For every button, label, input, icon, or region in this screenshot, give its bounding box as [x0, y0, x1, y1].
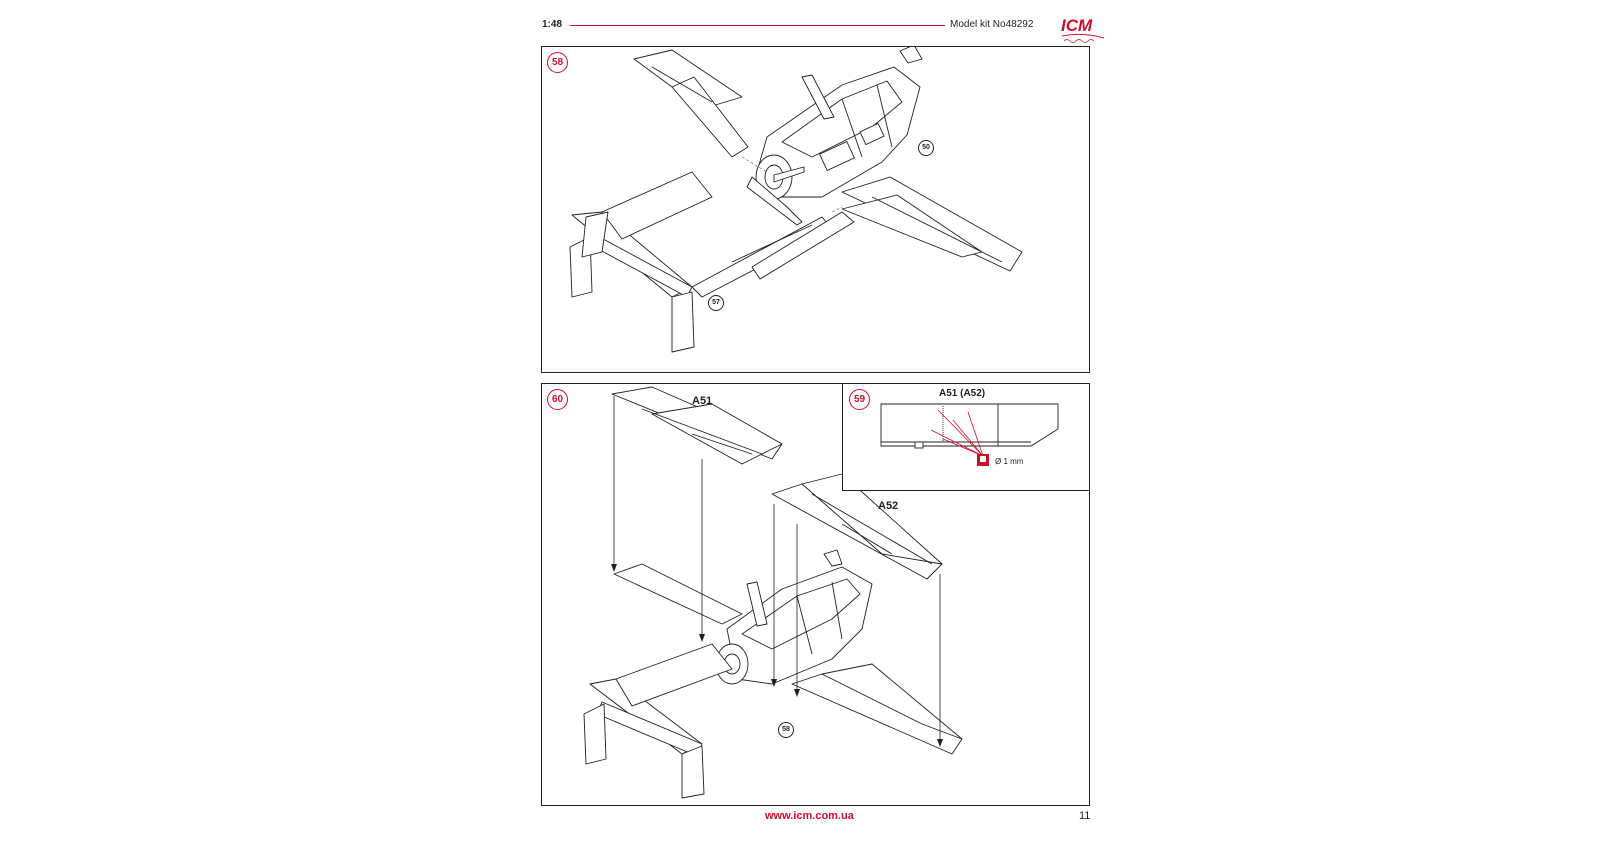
step-59-wing-part-drawing	[880, 403, 1059, 466]
step-60-callout-58: 58	[778, 722, 794, 738]
scale-label: 1:48	[542, 19, 563, 30]
kit-number: Model kit No48292	[950, 19, 1034, 30]
step-59-drill-size: Ø 1 mm	[995, 457, 1024, 466]
svg-text:ICM: ICM	[1061, 16, 1093, 35]
step-59-panel: 59 A51 (A52) Ø 1 mm	[842, 383, 1090, 491]
icm-logo: ICM	[1061, 16, 1105, 43]
page-number: 11	[1079, 810, 1091, 822]
step-58-aircraft-drawing	[569, 47, 1023, 353]
step-59-number: 59	[849, 389, 870, 410]
step-60-label-a51: A51	[692, 395, 713, 407]
step-60-label-a52: A52	[878, 500, 899, 512]
step-58-panel: 58	[541, 46, 1090, 373]
step-58-callout-57: 57	[708, 295, 724, 311]
step-60-number: 60	[547, 389, 568, 410]
header-rule	[570, 25, 945, 26]
step-59-title: A51 (A52)	[939, 388, 986, 399]
step-58-number: 58	[547, 52, 568, 73]
step-60-aircraft-drawing	[583, 386, 963, 799]
step-58-callout-50: 50	[918, 140, 934, 156]
footer-url[interactable]: www.icm.com.ua	[765, 810, 854, 822]
